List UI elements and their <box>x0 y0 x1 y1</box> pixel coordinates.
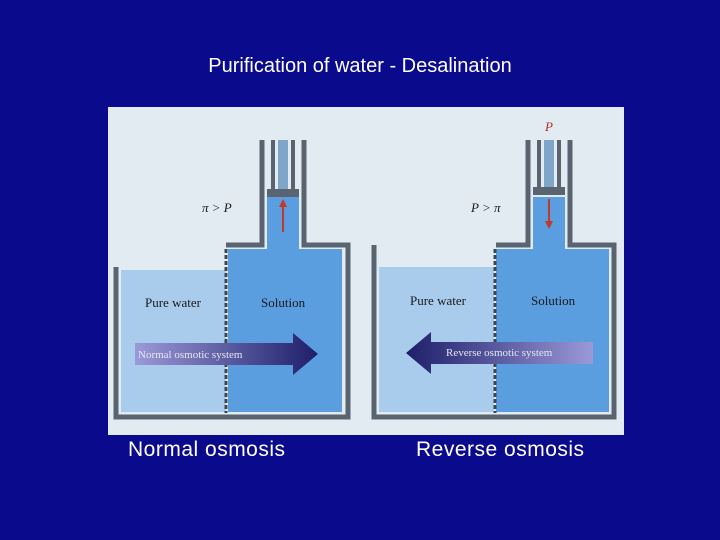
normal-piston-head <box>267 189 299 197</box>
normal-piston-tube <box>271 140 295 189</box>
reverse-piston-tube <box>537 140 561 187</box>
reverse-osmosis-panel: P P > π Pure water Solution Reverse osmo… <box>371 119 617 420</box>
normal-osmosis-caption: Normal osmosis <box>128 438 286 461</box>
osmosis-figure: π > P Pure water Solution Normal osmotic… <box>108 107 624 435</box>
normal-osmosis-arrow <box>135 333 318 375</box>
normal-piston-rod <box>278 140 288 189</box>
slide-title: Purification of water - Desalination <box>208 55 512 77</box>
normal-osmosis-panel: π > P Pure water Solution Normal osmotic… <box>113 140 351 420</box>
reverse-arrow-label: Reverse osmotic system <box>446 347 553 359</box>
reverse-osmosis-arrow <box>406 332 593 374</box>
normal-solution-label: Solution <box>261 295 306 310</box>
normal-tank-wall <box>113 140 351 420</box>
reverse-piston-head <box>533 187 565 195</box>
reverse-down-arrowhead <box>545 221 553 229</box>
reverse-solution <box>496 249 609 412</box>
reverse-condition-label: P > π <box>470 200 501 215</box>
reverse-solution-label: Solution <box>531 293 576 308</box>
reverse-tank-wall <box>371 140 617 420</box>
reverse-osmosis-caption: Reverse osmosis <box>416 438 585 461</box>
normal-pure-water-label: Pure water <box>145 295 202 310</box>
reverse-pressure-label: P <box>544 119 553 134</box>
reverse-pure-water <box>379 267 494 412</box>
normal-condition-label: π > P <box>202 200 232 215</box>
normal-pure-water <box>121 270 226 412</box>
normal-solution <box>228 249 342 412</box>
osmosis-diagram: π > P Pure water Solution Normal osmotic… <box>113 119 617 420</box>
normal-up-arrowhead <box>279 199 287 207</box>
reverse-piston-rod <box>544 140 554 187</box>
reverse-pure-water-label: Pure water <box>410 293 467 308</box>
normal-arrow-label: Normal osmotic system <box>138 349 243 361</box>
